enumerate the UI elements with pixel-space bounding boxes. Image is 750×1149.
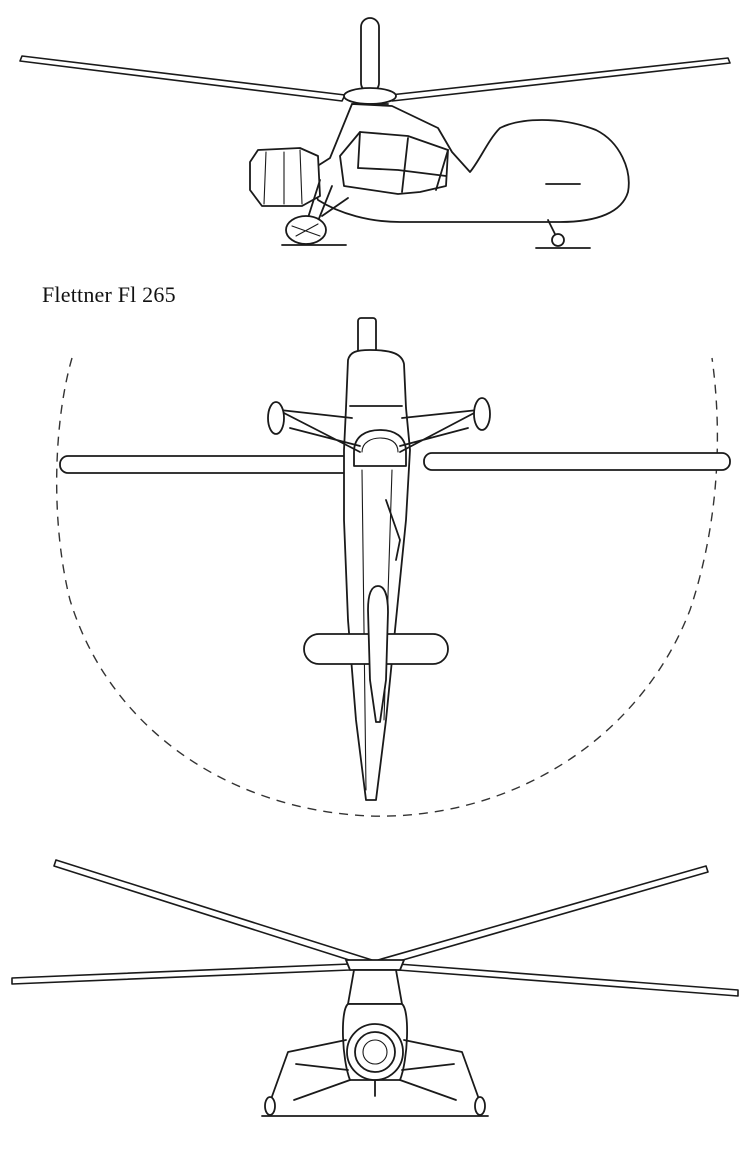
top-outrigger-wheel-right [473,397,491,431]
top-fin [367,585,389,723]
top-outrigger-left [279,409,361,453]
side-view [19,17,731,249]
front-rotor-hub [345,959,405,971]
side-fuselage [307,103,630,223]
front-rotor-blade-4 [397,963,739,997]
side-rotor-blade-upright [360,17,380,93]
front-rotor-blade-1 [53,859,373,967]
front-landing-gear-right [399,1039,481,1103]
top-outrigger-wheel-left [267,401,285,435]
front-wheel-left [264,1096,276,1116]
top-fuselage [343,349,411,801]
front-landing-gear-left [269,1039,351,1103]
top-cockpit-ring [353,429,407,467]
top-rotor-blade-right [423,452,731,471]
front-rotor-blade-3 [11,963,351,985]
top-rotor-disc [55,357,719,817]
side-tail-wheel [551,233,565,247]
drawing-title: Flettner Fl 265 [42,282,176,307]
top-outrigger-right [399,409,479,453]
top-rotor-blade-left [59,455,361,474]
side-cockpit-frame [339,131,449,195]
side-rotor-blade-left [19,55,346,102]
front-pylon [347,969,403,1005]
top-view [55,317,731,817]
side-rotor-blade-right [389,57,731,102]
front-rotor-blade-2 [377,865,709,967]
side-rotor-hub [343,87,397,105]
side-engine [249,147,321,207]
front-wheel-right [474,1096,486,1116]
front-view [11,859,739,1117]
